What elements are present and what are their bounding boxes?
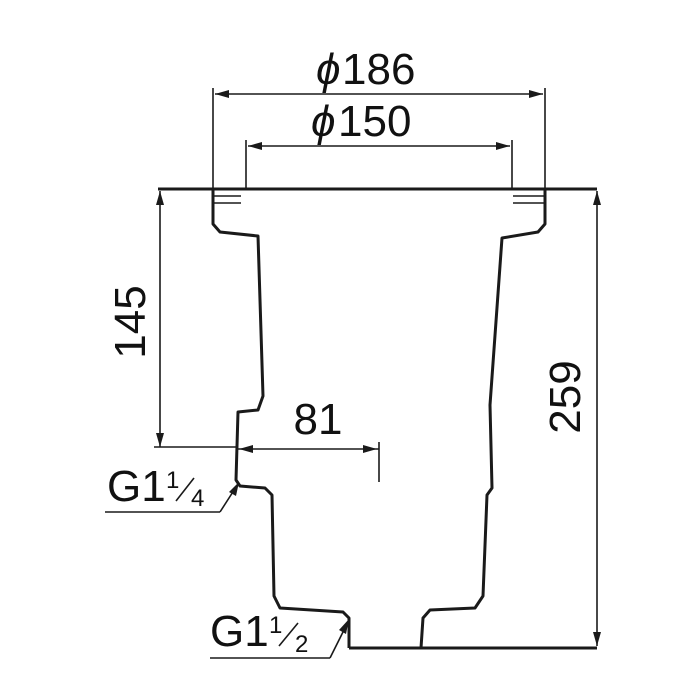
trap-body-outline [158,187,597,650]
fraction-slash [278,622,299,647]
arrow-left-icon [239,445,253,453]
dimension-inner-diameter: ϕ 150 [245,97,513,189]
dimension-total-height: 259 [541,191,601,646]
total-height-value: 259 [541,360,590,433]
arrow-up-icon [156,191,164,205]
fraction-slash [175,477,195,502]
thread-label-bottom: G1 1 2 [210,607,349,659]
side-thread-denominator: 4 [191,485,204,512]
arrow-right-icon [529,90,543,98]
dimension-outer-diameter: ϕ 186 [212,45,546,189]
side-thread-numerator: 1 [166,467,179,494]
side-thread-prefix: G1 [107,462,166,511]
arrow-right-icon [496,142,510,150]
inner-diameter-symbol: ϕ [311,97,335,146]
arrow-left-icon [248,142,262,150]
leader-arrow-icon [229,482,239,496]
trap-right-profile [419,189,547,649]
bottom-thread-prefix: G1 [210,607,269,656]
flange-detail [213,195,545,204]
bottom-thread-denominator: 2 [295,631,308,658]
arrow-up-icon [593,191,601,205]
dimension-offset: 81 [238,395,380,482]
dimension-upper-height: 145 [106,191,238,448]
outer-diameter-symbol: ϕ [316,45,340,94]
bottom-thread-numerator: 1 [269,612,282,639]
leader-arrow-icon [339,619,349,634]
arrow-right-icon [363,445,377,453]
inner-diameter-value: 150 [338,97,411,146]
offset-value: 81 [294,395,343,444]
thread-label-side: G1 1 4 [105,462,239,513]
arrow-left-icon [215,90,229,98]
arrow-down-icon [593,632,601,646]
upper-height-value: 145 [106,285,155,358]
outer-diameter-value: 186 [342,45,415,94]
arrow-down-icon [156,433,164,447]
